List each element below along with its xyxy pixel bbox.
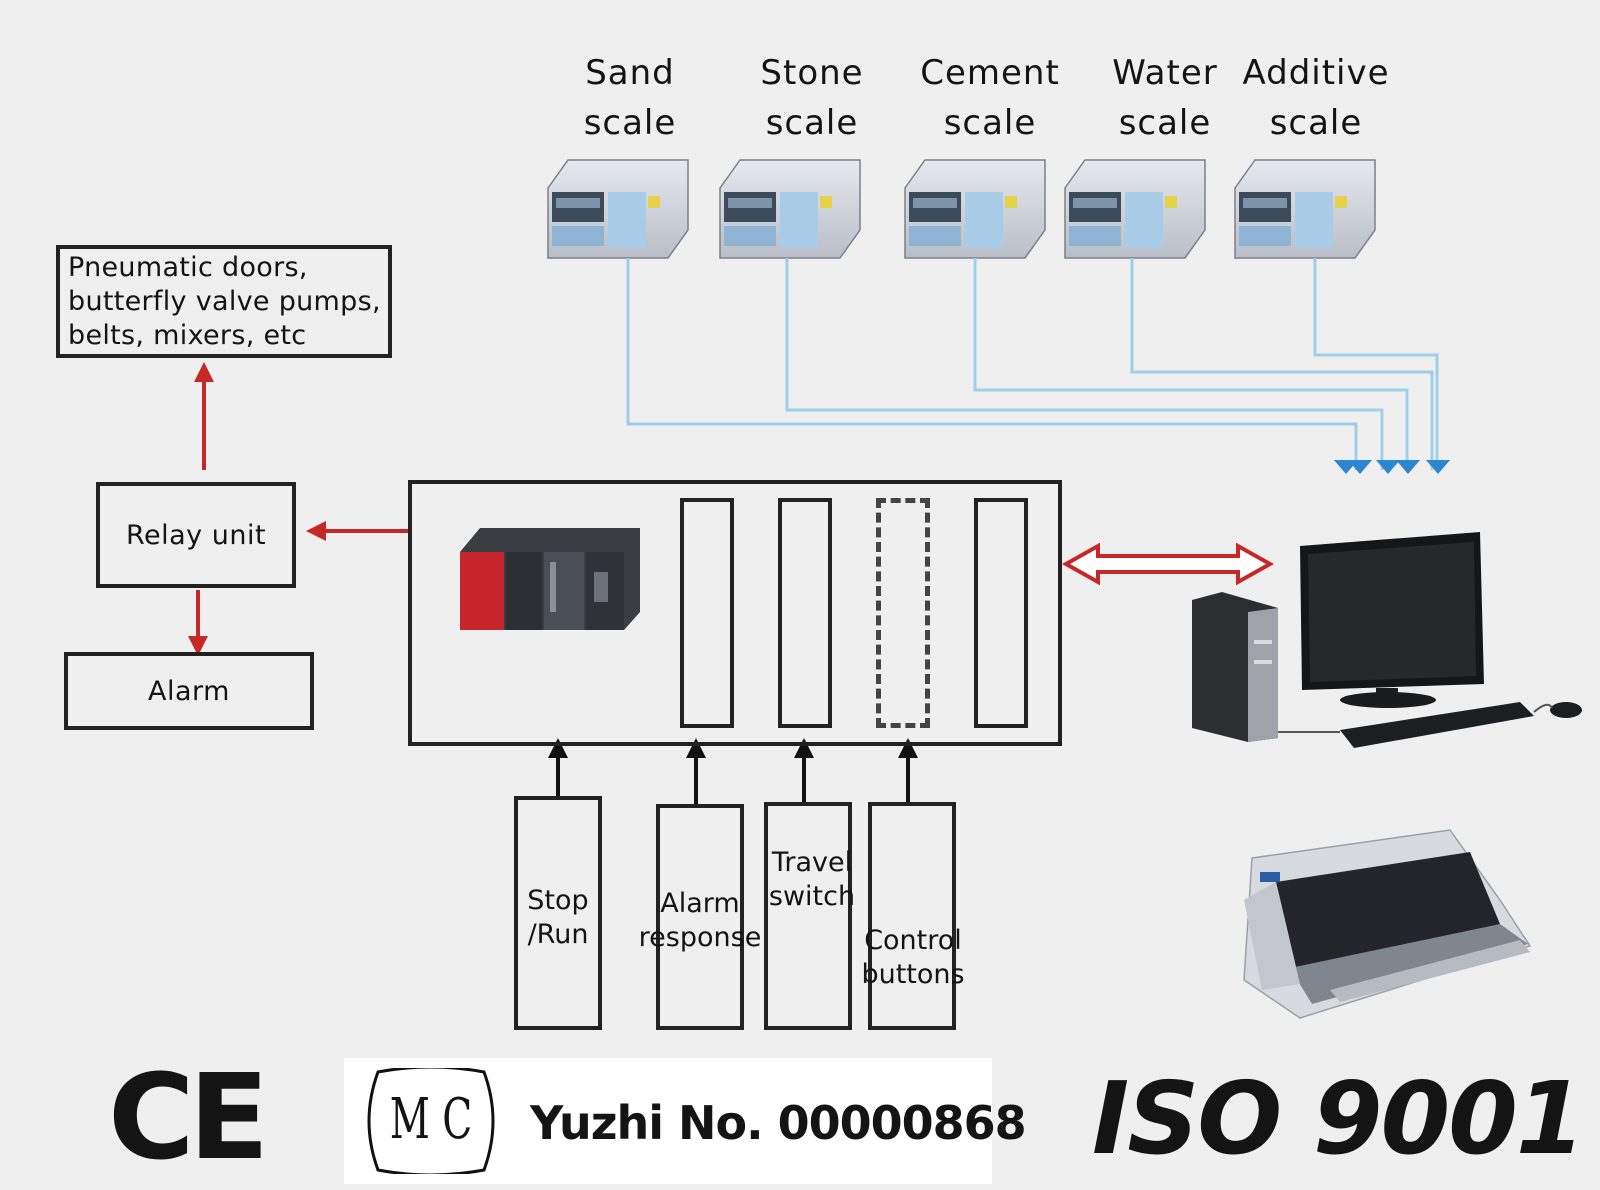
registration-number: Yuzhi No. 00000868: [530, 1096, 1027, 1150]
weighing-indicator-icon: [904, 159, 1046, 259]
iso-9001-mark: ISO 9001: [1092, 1060, 1585, 1177]
io-slot: [778, 498, 832, 728]
input-box-stop-run: [514, 796, 602, 1030]
relay-unit-box: Relay unit: [96, 482, 296, 588]
signal-arrowheads: [1334, 460, 1450, 474]
scale-label-additive: Additive scale: [1242, 53, 1390, 143]
scale-label-stone: Stone scale: [760, 53, 864, 143]
input-box-control-buttons: [868, 802, 956, 1030]
devices-label: Pneumatic doors, butterfly valve pumps, …: [68, 252, 381, 351]
input-box-alarm-response: [656, 804, 744, 1030]
dot-matrix-printer-icon: [1243, 829, 1532, 1019]
input-label-alarm-response: Alarm response: [638, 888, 762, 953]
weighing-indicator-icon: [719, 159, 861, 259]
scale-label-cement: Cement scale: [920, 53, 1060, 143]
weighing-indicator-icon: [547, 159, 689, 259]
weighing-indicator-icon: [1234, 159, 1376, 259]
input-label-stop-run: Stop /Run: [527, 885, 589, 950]
plc-rack: [408, 480, 1062, 746]
ce-mark: CE: [108, 1048, 269, 1186]
io-slot-dashed: [876, 498, 930, 728]
signal-lines: [626, 258, 1439, 470]
mc-logo-letters: M C: [389, 1087, 473, 1152]
io-slot: [680, 498, 734, 728]
input-label-control-buttons: Control buttons: [861, 925, 965, 990]
input-box-travel-switch: [764, 802, 852, 1030]
trademark-panel: M C Yuzhi No. 00000868: [344, 1058, 1027, 1184]
io-slot: [974, 498, 1028, 728]
scale-label-water: Water scale: [1112, 53, 1218, 143]
mc-logo-frame: [367, 1065, 495, 1177]
input-label-travel-switch: Travel switch: [768, 847, 856, 912]
bidirectional-arrow: [1061, 542, 1275, 586]
relay-unit-label: Relay unit: [125, 519, 267, 551]
alarm-label: Alarm: [148, 675, 230, 707]
input-arrows: [548, 738, 918, 804]
mc-logo: M C: [356, 1065, 506, 1177]
control-arrows: [188, 362, 408, 656]
plc-module-icon: [460, 528, 640, 630]
weighing-indicator-icon: [1064, 159, 1206, 259]
devices-box: Pneumatic doors, butterfly valve pumps, …: [56, 245, 392, 358]
desktop-computer-icon: [1192, 532, 1582, 748]
alarm-box: Alarm: [64, 652, 314, 730]
scale-label-sand: Sand scale: [583, 53, 677, 143]
